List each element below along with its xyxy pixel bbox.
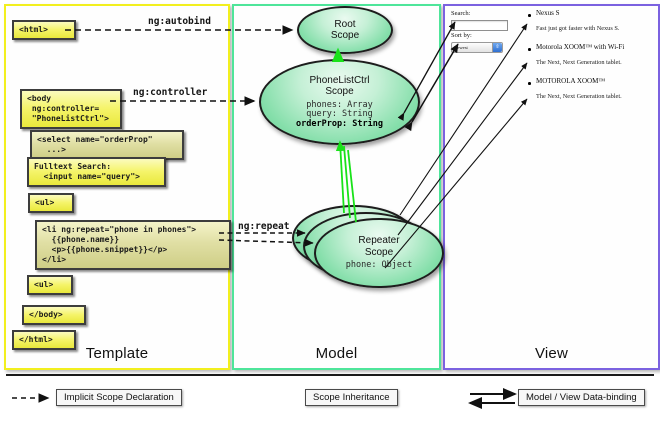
search-label: Search:	[451, 10, 471, 17]
column-label-view: View	[534, 345, 569, 362]
code-box-body-close: </body>	[22, 305, 86, 325]
legend-divider	[6, 374, 654, 376]
code-box-li-ngrepeat: <li ng:repeat="phone in phones"> {{phone…	[35, 220, 231, 270]
code-box-ul-open: <ul>	[28, 193, 74, 213]
column-label-template: Template	[85, 345, 149, 362]
list-bullet	[528, 48, 531, 51]
sort-label: Sort by:	[451, 32, 472, 39]
connector-label-ng-controller: ng:controller	[133, 87, 208, 98]
phone-snippet: Fast just got faster with Nexus S.	[536, 25, 620, 32]
phone-name[interactable]: Motorola XOOM™ with Wi-Fi	[536, 43, 625, 51]
code-box-body-controller: <body ng:controller= "PhoneListCtrl">	[20, 89, 122, 129]
phone-snippet: The Next, Next Generation tablet.	[536, 59, 622, 66]
phonelistctrl-props-plain: phones: Array query: String	[306, 99, 373, 120]
legend-data-binding: Model / View Data-binding	[518, 389, 645, 406]
code-box-select-orderprop: <select name="orderProp" ...>	[30, 130, 184, 160]
sort-by-selected-value: Newest	[454, 45, 468, 50]
list-bullet	[528, 82, 531, 85]
legend-scope-inheritance: Scope Inheritance	[305, 389, 398, 406]
sort-by-select[interactable]: Newest ⇳	[451, 42, 503, 53]
legend-implicit-scope-declaration: Implicit Scope Declaration	[56, 389, 182, 406]
search-input[interactable]	[451, 20, 508, 31]
code-box-ul-close: <ul>	[27, 275, 73, 295]
connector-label-ng-autobind: ng:autobind	[148, 16, 211, 27]
phone-name[interactable]: Nexus S	[536, 9, 560, 17]
column-label-model: Model	[315, 345, 358, 362]
chevron-updown-icon: ⇳	[492, 43, 502, 52]
phonelistctrl-scope-props: phones: Array query: String orderProp: S…	[296, 99, 383, 130]
repeater-scope-props: phone: Object	[345, 260, 413, 271]
phone-snippet: The Next, Next Generation tablet.	[536, 93, 622, 100]
phone-name[interactable]: MOTOROLA XOOM™	[536, 77, 606, 85]
phonelistctrl-props-bold: orderProp: String	[296, 118, 383, 129]
connector-label-ng-repeat: ng:repeat	[238, 221, 290, 232]
code-box-html-open: <html>	[12, 20, 76, 40]
code-box-html-close: </html>	[12, 330, 76, 350]
code-box-fulltext-search: Fulltext Search: <input name="query">	[27, 157, 166, 187]
list-bullet	[528, 14, 531, 17]
view-rendered-app: Search: Sort by: Newest ⇳ Nexus S Fast j…	[449, 9, 651, 130]
